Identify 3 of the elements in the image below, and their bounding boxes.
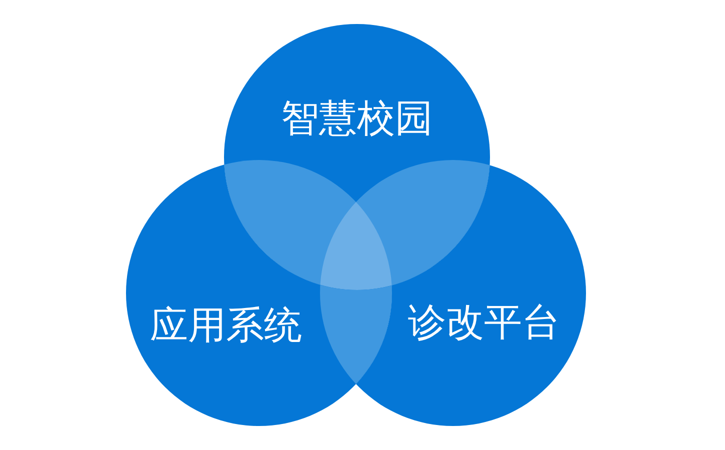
circle-label: 智慧校园 <box>281 96 433 140</box>
circle-label: 应用系统 <box>150 303 302 347</box>
circle-label: 诊改平台 <box>408 300 560 344</box>
